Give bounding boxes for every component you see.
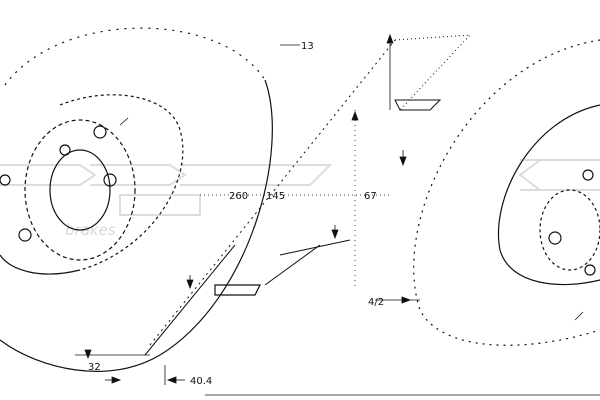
dim-label-260: 260 bbox=[229, 191, 248, 202]
dim-label-right: 4/2 bbox=[368, 297, 384, 308]
left-drum bbox=[0, 27, 273, 372]
dimension-lines bbox=[75, 33, 600, 396]
dim-label-145: 145 bbox=[266, 191, 285, 202]
left-section-hatching bbox=[144, 34, 472, 356]
brand-watermark-text: brakes bbox=[65, 221, 116, 239]
watermark-logo bbox=[0, 159, 600, 216]
dim-label-top: 13 bbox=[301, 41, 314, 52]
right-drum bbox=[413, 39, 600, 346]
dim-label-67: 67 bbox=[364, 191, 377, 202]
dim-label-bottom-left: 32 bbox=[88, 362, 101, 373]
dim-label-bottom-right: 40.4 bbox=[190, 376, 212, 387]
